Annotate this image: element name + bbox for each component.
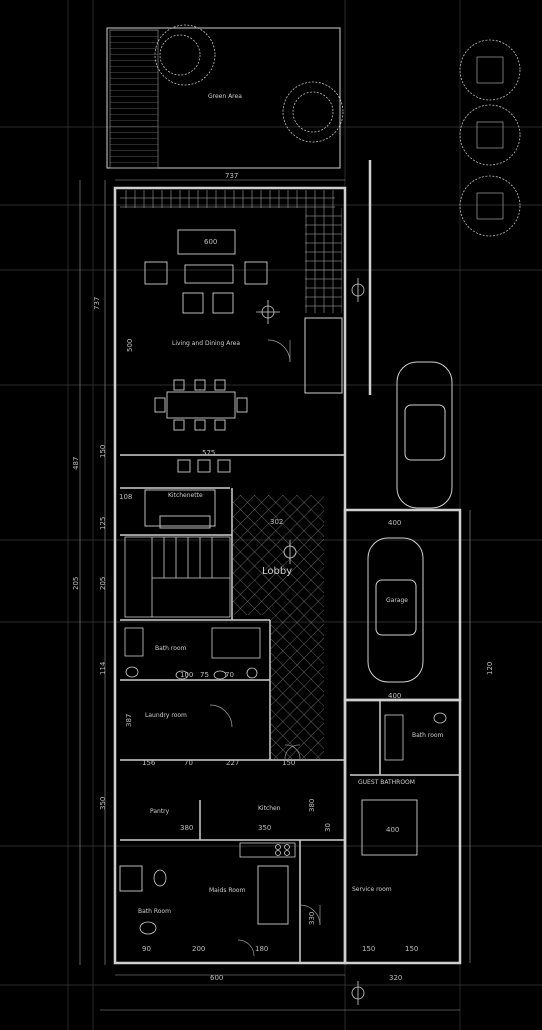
bath-room-label-3: Bath Room xyxy=(138,908,171,915)
svg-text:150: 150 xyxy=(362,945,375,953)
svg-text:70: 70 xyxy=(225,671,234,679)
svg-text:90: 90 xyxy=(142,945,151,953)
svg-text:387: 387 xyxy=(125,714,133,727)
toilet-icon xyxy=(125,666,447,887)
kitchen-label: Kitchen xyxy=(258,805,281,812)
sink-icon xyxy=(124,627,404,935)
svg-text:400: 400 xyxy=(388,692,401,700)
dimension-labels: 737 600 737 500 487 575 108 302 400 400 … xyxy=(72,172,494,982)
room-labels: Living and Dining Area Kitchenette Lobby… xyxy=(138,340,444,915)
svg-text:180: 180 xyxy=(255,945,268,953)
svg-text:575: 575 xyxy=(202,449,215,457)
svg-text:350: 350 xyxy=(99,797,107,810)
north-arrow-icon xyxy=(256,278,365,1005)
svg-text:400: 400 xyxy=(386,826,399,834)
maids-room-label: Maids Room xyxy=(209,887,246,894)
svg-text:156: 156 xyxy=(142,759,156,767)
green-area: Green Area xyxy=(106,27,341,169)
svg-text:200: 200 xyxy=(192,945,205,953)
dimension-lines xyxy=(79,179,471,1011)
laundry-label: Laundry room xyxy=(145,712,187,719)
living-dining-label: Living and Dining Area xyxy=(172,340,240,347)
svg-text:737: 737 xyxy=(225,172,238,180)
svg-text:500: 500 xyxy=(126,339,134,352)
lobby-floor xyxy=(232,495,324,615)
guest-bathroom-label: GUEST BATHROOM xyxy=(358,779,415,786)
svg-text:120: 120 xyxy=(486,662,494,675)
bath-room-label-2: Bath room xyxy=(412,732,444,739)
pantry-label: Pantry xyxy=(150,808,170,815)
kitchenette-label: Kitchenette xyxy=(168,492,203,499)
svg-text:320: 320 xyxy=(389,974,402,982)
svg-text:302: 302 xyxy=(270,518,283,526)
svg-text:70: 70 xyxy=(184,759,193,767)
svg-text:330: 330 xyxy=(308,912,316,925)
stove-icon xyxy=(239,842,296,858)
sofa-icon xyxy=(144,229,268,314)
svg-text:100: 100 xyxy=(180,671,193,679)
svg-text:227: 227 xyxy=(226,759,239,767)
svg-text:30: 30 xyxy=(324,823,332,832)
svg-text:737: 737 xyxy=(93,297,101,310)
terrace-tiles xyxy=(120,190,343,394)
svg-text:125: 125 xyxy=(99,517,107,530)
svg-text:75: 75 xyxy=(200,671,209,679)
bath-room-label-1: Bath room xyxy=(155,645,187,652)
svg-text:380: 380 xyxy=(180,824,193,832)
garage-label: Garage xyxy=(386,597,408,604)
svg-text:150: 150 xyxy=(405,945,418,953)
svg-text:205: 205 xyxy=(99,577,107,590)
car-icon xyxy=(367,361,453,683)
svg-text:205: 205 xyxy=(72,577,80,590)
kitchenette-counter xyxy=(144,489,216,529)
tree-icon xyxy=(154,24,521,237)
bed-icon xyxy=(119,799,418,925)
svg-text:150: 150 xyxy=(99,445,107,458)
svg-text:487: 487 xyxy=(72,457,80,470)
green-area-label: Green Area xyxy=(208,93,242,100)
svg-text:150: 150 xyxy=(282,759,295,767)
table-icon xyxy=(154,379,248,473)
exterior-walls xyxy=(113,160,462,965)
lobby-floor-2 xyxy=(270,615,324,760)
svg-text:400: 400 xyxy=(388,519,401,527)
door-swing-icon xyxy=(209,339,321,957)
staircase xyxy=(124,536,231,618)
svg-text:380: 380 xyxy=(308,799,316,812)
svg-text:600: 600 xyxy=(204,238,217,246)
svg-text:350: 350 xyxy=(258,824,271,832)
svg-text:108: 108 xyxy=(119,493,132,501)
service-room-label: Service room xyxy=(352,886,392,893)
svg-text:114: 114 xyxy=(99,661,107,675)
lobby-label: Lobby xyxy=(262,566,292,577)
svg-text:600: 600 xyxy=(210,974,223,982)
